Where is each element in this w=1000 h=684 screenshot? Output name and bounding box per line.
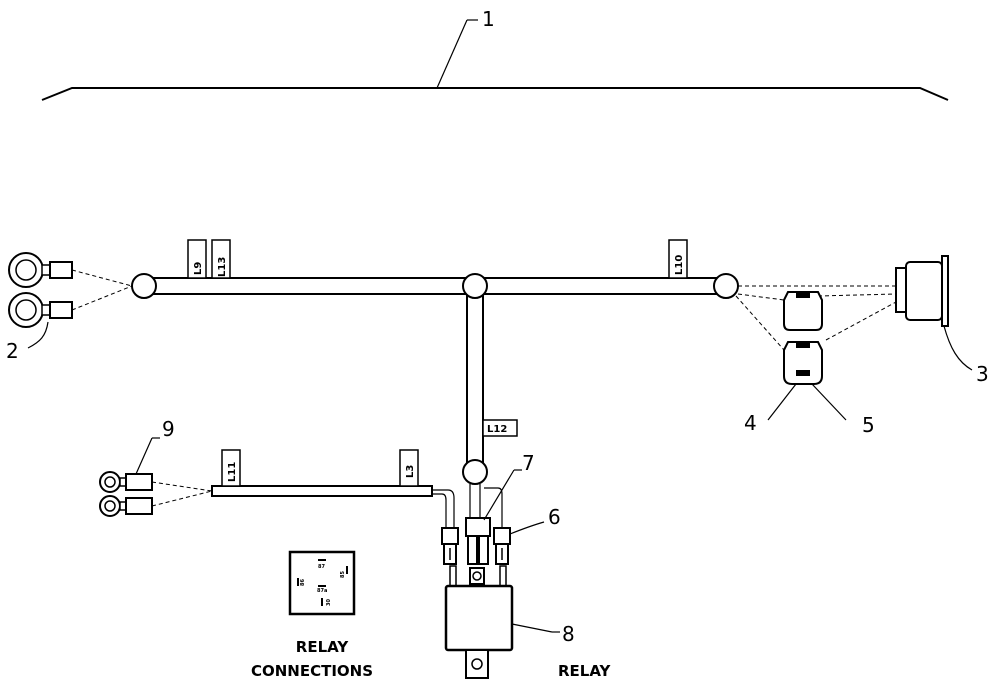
svg-text:L11: L11 [227, 462, 238, 482]
lower-harness-branch [211, 484, 503, 528]
svg-text:30: 30 [326, 599, 332, 606]
wire-tag-l10: L10 [668, 239, 688, 279]
wire-tag-l9: L9 [187, 239, 207, 279]
wire-tag-l11: L11 [221, 449, 241, 487]
main-harness-trunk [131, 273, 739, 485]
caption-relay-connections-2: CONNECTIONS [251, 662, 373, 680]
spade-terminals-6-7: 7 6 [441, 451, 561, 565]
callout-4: 4 [744, 411, 757, 435]
relay-connections-symbol: 87 86 85 87a 30 RELAY CONNECTIONS [251, 550, 373, 680]
junction-right [713, 273, 739, 299]
junction-lower [462, 459, 488, 485]
connector-3: 3 [738, 255, 989, 386]
callout-7: 7 [522, 451, 535, 475]
wire-tag-l3: L3 [399, 449, 419, 487]
wire-tag-l13: L13 [211, 239, 231, 279]
svg-text:87: 87 [318, 564, 325, 570]
svg-text:87a: 87a [317, 588, 327, 594]
callout-9: 9 [162, 417, 175, 441]
relay-8: 8 RELAY [444, 565, 612, 680]
svg-text:L9: L9 [193, 262, 204, 275]
svg-text:85: 85 [340, 571, 346, 578]
callout-1: 1 [482, 7, 495, 31]
harness-assembly-bracket: 1 [41, 7, 949, 101]
callout-5: 5 [862, 413, 875, 437]
callout-6: 6 [548, 505, 561, 529]
callout-8: 8 [562, 622, 575, 646]
callout-3: 3 [976, 362, 989, 386]
svg-text:L13: L13 [217, 257, 228, 277]
svg-text:L10: L10 [674, 255, 685, 275]
svg-text:86: 86 [300, 579, 306, 586]
ring-terminals-9: 9 [99, 417, 213, 517]
junction-center [462, 273, 488, 299]
caption-relay: RELAY [558, 662, 612, 680]
connector-plugs-4-5: 4 5 [735, 291, 875, 437]
callout-2: 2 [6, 339, 19, 363]
ring-terminals-2: 2 [6, 252, 133, 363]
caption-relay-connections-1: RELAY [296, 638, 350, 656]
wire-tag-l12: L12 [482, 419, 518, 437]
junction-left [131, 273, 157, 299]
svg-text:L12: L12 [487, 424, 507, 435]
svg-text:L3: L3 [405, 465, 416, 478]
